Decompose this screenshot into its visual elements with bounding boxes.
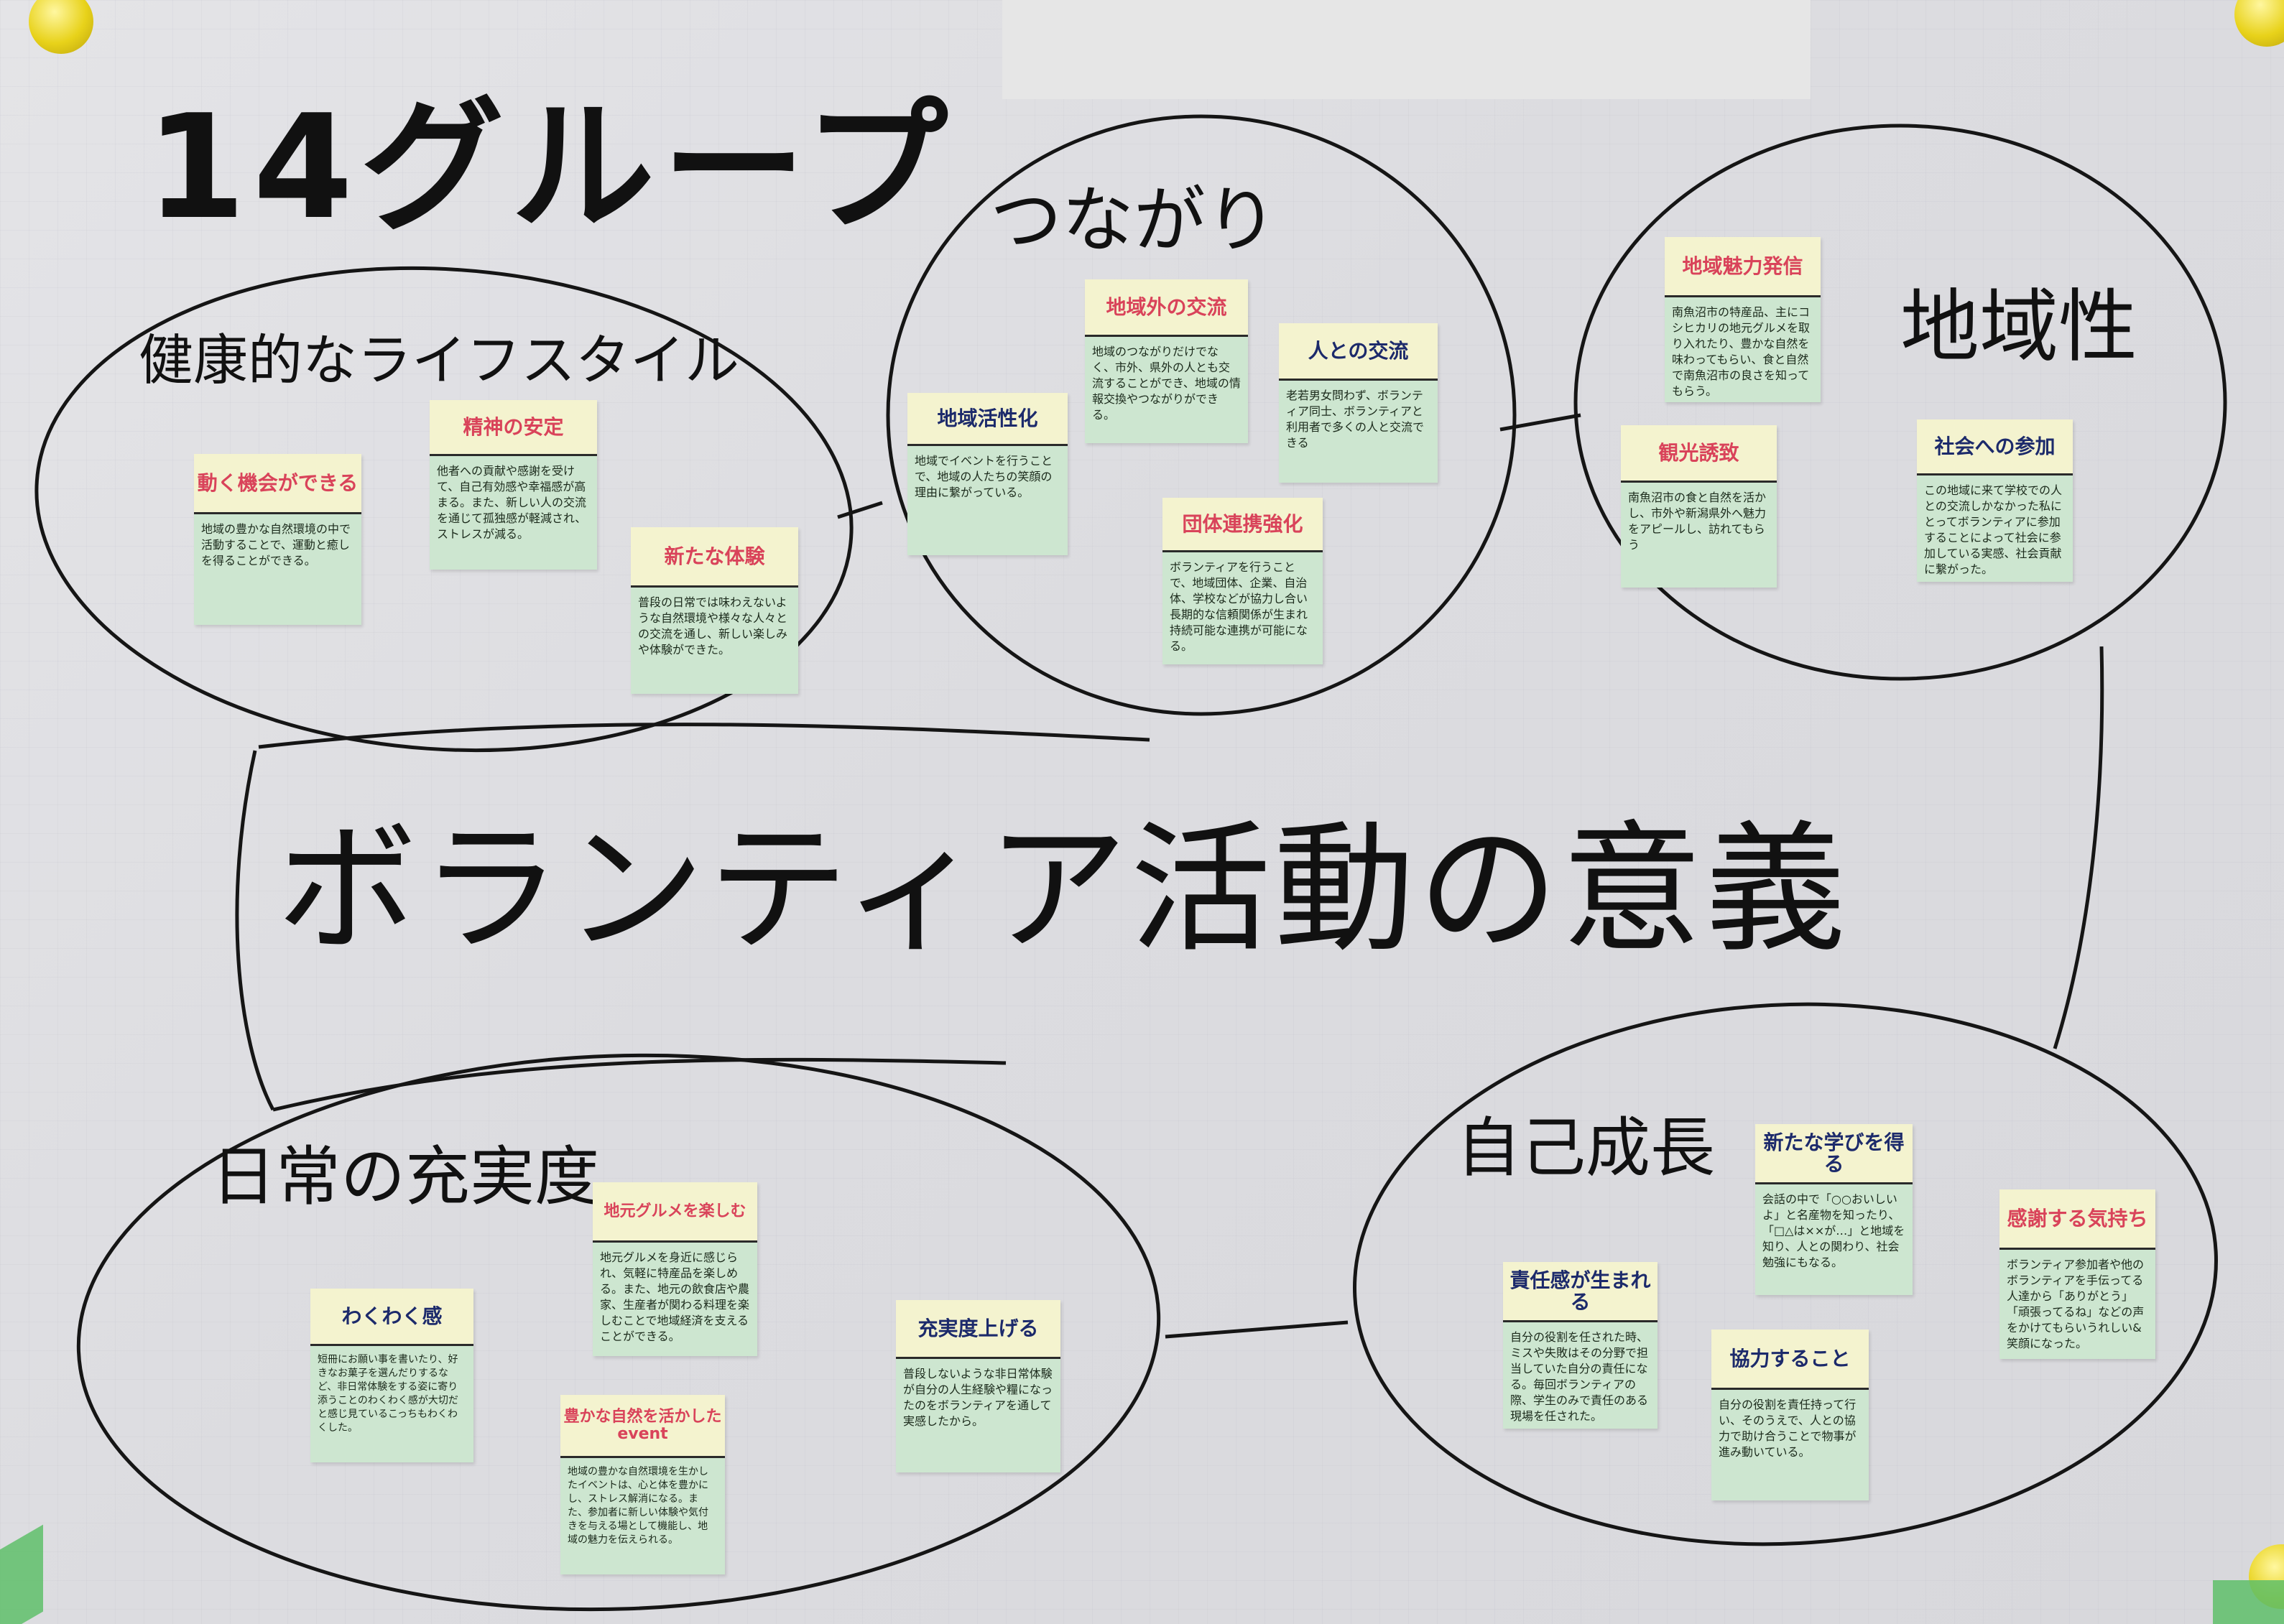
sticky-note: 地域外の交流地域のつながりだけでなく、市外、県外の人とも交流することができ、地域… [1085, 279, 1248, 443]
sticky-note-title: 精神の安定 [430, 400, 597, 456]
sticky-note-title: わくわく感 [310, 1289, 473, 1346]
sticky-note: 協力すること自分の役割を責任持って行い、そのうえで、人との協力で助け合うことで物… [1711, 1330, 1869, 1500]
sticky-note-title: 地域活性化 [907, 393, 1068, 446]
sticky-note-title: 責任感が生まれる [1503, 1262, 1657, 1322]
sticky-note: 感謝する気持ちボランティア参加者や他のボランティアを手伝ってる人達から「ありがと… [1999, 1189, 2155, 1359]
sticky-note-text: 普段しないような非日常体験が自分の人生経験や糧になったのをボランティアを通して実… [896, 1359, 1060, 1472]
sticky-note-text: 南魚沼市の特産品、主にコシヒカリの地元グルメを取り入れたり、豊かな自然を味わって… [1665, 297, 1821, 402]
sticky-note-text: 会話の中で「○○おいしいよ」と名産物を知ったり、「□△は××が…」と地域を知り、… [1755, 1184, 1913, 1295]
sticky-note-text: 地域のつながりだけでなく、市外、県外の人とも交流することができ、地域の情報交換や… [1085, 337, 1248, 443]
sticky-note-text: 自分の役割を任された時、ミスや失敗はその分野で担当していた自分の責任になる。毎回… [1503, 1322, 1657, 1429]
sticky-note: 地域魅力発信南魚沼市の特産品、主にコシヒカリの地元グルメを取り入れたり、豊かな自… [1665, 237, 1821, 402]
cluster-outline-health [34, 266, 854, 753]
sticky-note-text: 他者への貢献や感謝を受けて、自己有効感や幸福感が高まる。また、新しい人の交流を通… [430, 456, 597, 570]
sticky-note-text: 老若男女問わず、ボランティア同士、ボランティアと利用者で多くの人と交流できる [1279, 381, 1438, 483]
sticky-note-title: 社会への参加 [1917, 419, 2073, 475]
sticky-note-title: 団体連携強化 [1162, 498, 1323, 552]
sticky-note-text: 地元グルメを身近に感じられ、気軽に特産品を楽しめる。また、地元の飲食店や農家、生… [593, 1243, 757, 1356]
sticky-note-text: この地域に来て学校での人との交流しかなかった私にとってボランティアに参加すること… [1917, 475, 2073, 582]
cluster-outline-connection [886, 114, 1517, 716]
push-pin-icon [29, 0, 93, 54]
sticky-note: 地元グルメを楽しむ地元グルメを身近に感じられ、気軽に特産品を楽しめる。また、地元… [593, 1182, 757, 1356]
sticky-note-text: 短冊にお願い事を書いたり、好きなお菓子を選んだりするなど、非日常体験をする姿に寄… [310, 1346, 473, 1462]
sticky-note-title: 動く機会ができる [194, 454, 361, 514]
center-outline [235, 646, 2104, 1112]
tape-corner [2213, 1580, 2284, 1624]
sticky-note-title: 観光誘致 [1621, 425, 1777, 483]
cluster-label-growth: 自己成長 [1456, 1110, 1715, 1186]
cluster-label-connection: つながり [990, 178, 1277, 262]
sticky-note-title: 新たな体験 [631, 527, 798, 588]
sticky-note-text: ボランティアを行うことで、地域団体、企業、自治体、学校などが協力し合い長期的な信… [1162, 552, 1323, 664]
connector-connection-regional [1499, 413, 1581, 432]
group-title: 14グループ [146, 84, 956, 251]
cluster-label-regional: 地域性 [1900, 281, 2137, 373]
sticky-note-text: 地域の豊かな自然環境を生かしたイベントは、心と体を豊かにし、ストレス解消になる。… [560, 1458, 725, 1574]
sticky-note-title: 地元グルメを楽しむ [593, 1182, 757, 1243]
sticky-note-title: 人との交流 [1279, 323, 1438, 381]
cluster-outline-regional [1573, 124, 2227, 681]
sticky-note-title: 充実度上げる [896, 1300, 1060, 1359]
sticky-note: 観光誘致南魚沼市の食と自然を活かし、市外や新潟県外へ魅力をアピールし、訪れてもら… [1621, 425, 1777, 588]
cluster-label-daily: 日常の充実度 [211, 1139, 599, 1215]
sticky-note-text: 地域でイベントを行うことで、地域の人たちの笑顔の理由に繋がっている。 [907, 446, 1068, 555]
sticky-note: 新たな学びを得る会話の中で「○○おいしいよ」と名産物を知ったり、「□△は××が…… [1755, 1124, 1913, 1295]
sticky-note-title: 協力すること [1711, 1330, 1869, 1390]
sticky-note: わくわく感短冊にお願い事を書いたり、好きなお菓子を選んだりするなど、非日常体験を… [310, 1289, 473, 1462]
sticky-note-text: 地域の豊かな自然環境の中で活動することで、運動と癒しを得ることができる。 [194, 514, 361, 625]
sticky-note: 充実度上げる普段しないような非日常体験が自分の人生経験や糧になったのをボランティ… [896, 1300, 1060, 1472]
blank-paper-strip [1002, 0, 1811, 99]
connector-health-connection [837, 501, 883, 519]
sticky-note: 責任感が生まれる自分の役割を任された時、ミスや失敗はその分野で担当していた自分の… [1503, 1262, 1657, 1429]
sticky-note-text: 普段の日常では味わえないような自然環境や様々な人々との交流を通し、新しい楽しみや… [631, 588, 798, 694]
sticky-note-title: 感謝する気持ち [1999, 1189, 2155, 1250]
sticky-note: 人との交流老若男女問わず、ボランティア同士、ボランティアと利用者で多くの人と交流… [1279, 323, 1438, 483]
sticky-note: 社会への参加この地域に来て学校での人との交流しかなかった私にとってボランティアに… [1917, 419, 2073, 582]
sticky-note-title: 地域外の交流 [1085, 279, 1248, 337]
sticky-note: 地域活性化地域でイベントを行うことで、地域の人たちの笑顔の理由に繋がっている。 [907, 393, 1068, 555]
sticky-note-title: 地域魅力発信 [1665, 237, 1821, 297]
cluster-label-health: 健康的なライフスタイル [139, 328, 739, 392]
sticky-note-title: 豊かな自然を活かしたevent [560, 1395, 725, 1458]
center-title: ボランティア活動の意義 [277, 808, 1849, 972]
sticky-note: 精神の安定他者への貢献や感謝を受けて、自己有効感や幸福感が高まる。また、新しい人… [430, 400, 597, 570]
sticky-note: 新たな体験普段の日常では味わえないような自然環境や様々な人々との交流を通し、新し… [631, 527, 798, 694]
sticky-note-title: 新たな学びを得る [1755, 1124, 1913, 1184]
sticky-note-text: 自分の役割を責任持って行い、そのうえで、人との協力で助け合うことで物事が進み動い… [1711, 1390, 1869, 1500]
sticky-note-text: ボランティア参加者や他のボランティアを手伝ってる人達から「ありがとう」「頑張って… [1999, 1250, 2155, 1359]
connector-daily-growth [1165, 1320, 1349, 1339]
cluster-outline-daily [76, 1053, 1161, 1612]
cluster-outline-growth [1353, 1002, 2218, 1546]
sticky-note: 団体連携強化ボランティアを行うことで、地域団体、企業、自治体、学校などが協力し合… [1162, 498, 1323, 664]
sticky-note-text: 南魚沼市の食と自然を活かし、市外や新潟県外へ魅力をアピールし、訪れてもらう [1621, 483, 1777, 588]
sticky-note: 動く機会ができる地域の豊かな自然環境の中で活動することで、運動と癒しを得ることが… [194, 454, 361, 625]
